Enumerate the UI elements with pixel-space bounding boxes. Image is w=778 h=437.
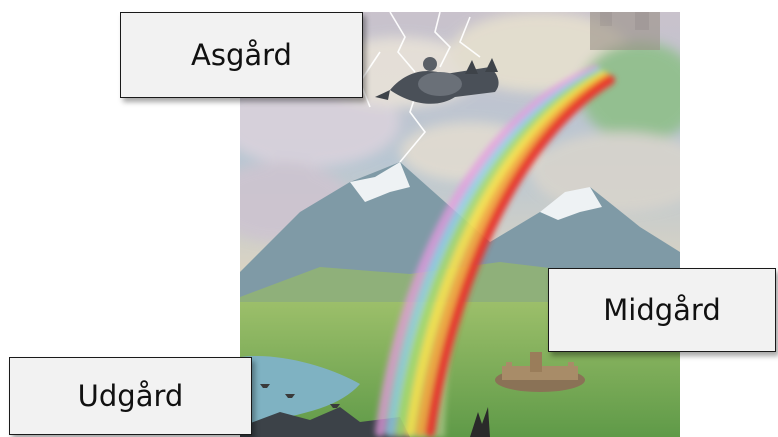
label-asgard: Asgård (120, 12, 363, 98)
label-udgard-text: Udgård (77, 379, 184, 413)
town-midgard (495, 352, 585, 392)
foreground-rocks (240, 407, 410, 437)
foreground-plant (470, 407, 490, 437)
castle-asgard (590, 12, 660, 50)
chariot-of-thor (375, 57, 499, 104)
boats (260, 384, 340, 408)
label-udgard: Udgård (9, 357, 252, 435)
label-asgard-text: Asgård (191, 38, 292, 72)
lake (240, 356, 360, 424)
label-midgard-text: Midgård (603, 293, 721, 327)
rainbow-bifrost (375, 65, 615, 437)
label-midgard: Midgård (548, 268, 776, 352)
